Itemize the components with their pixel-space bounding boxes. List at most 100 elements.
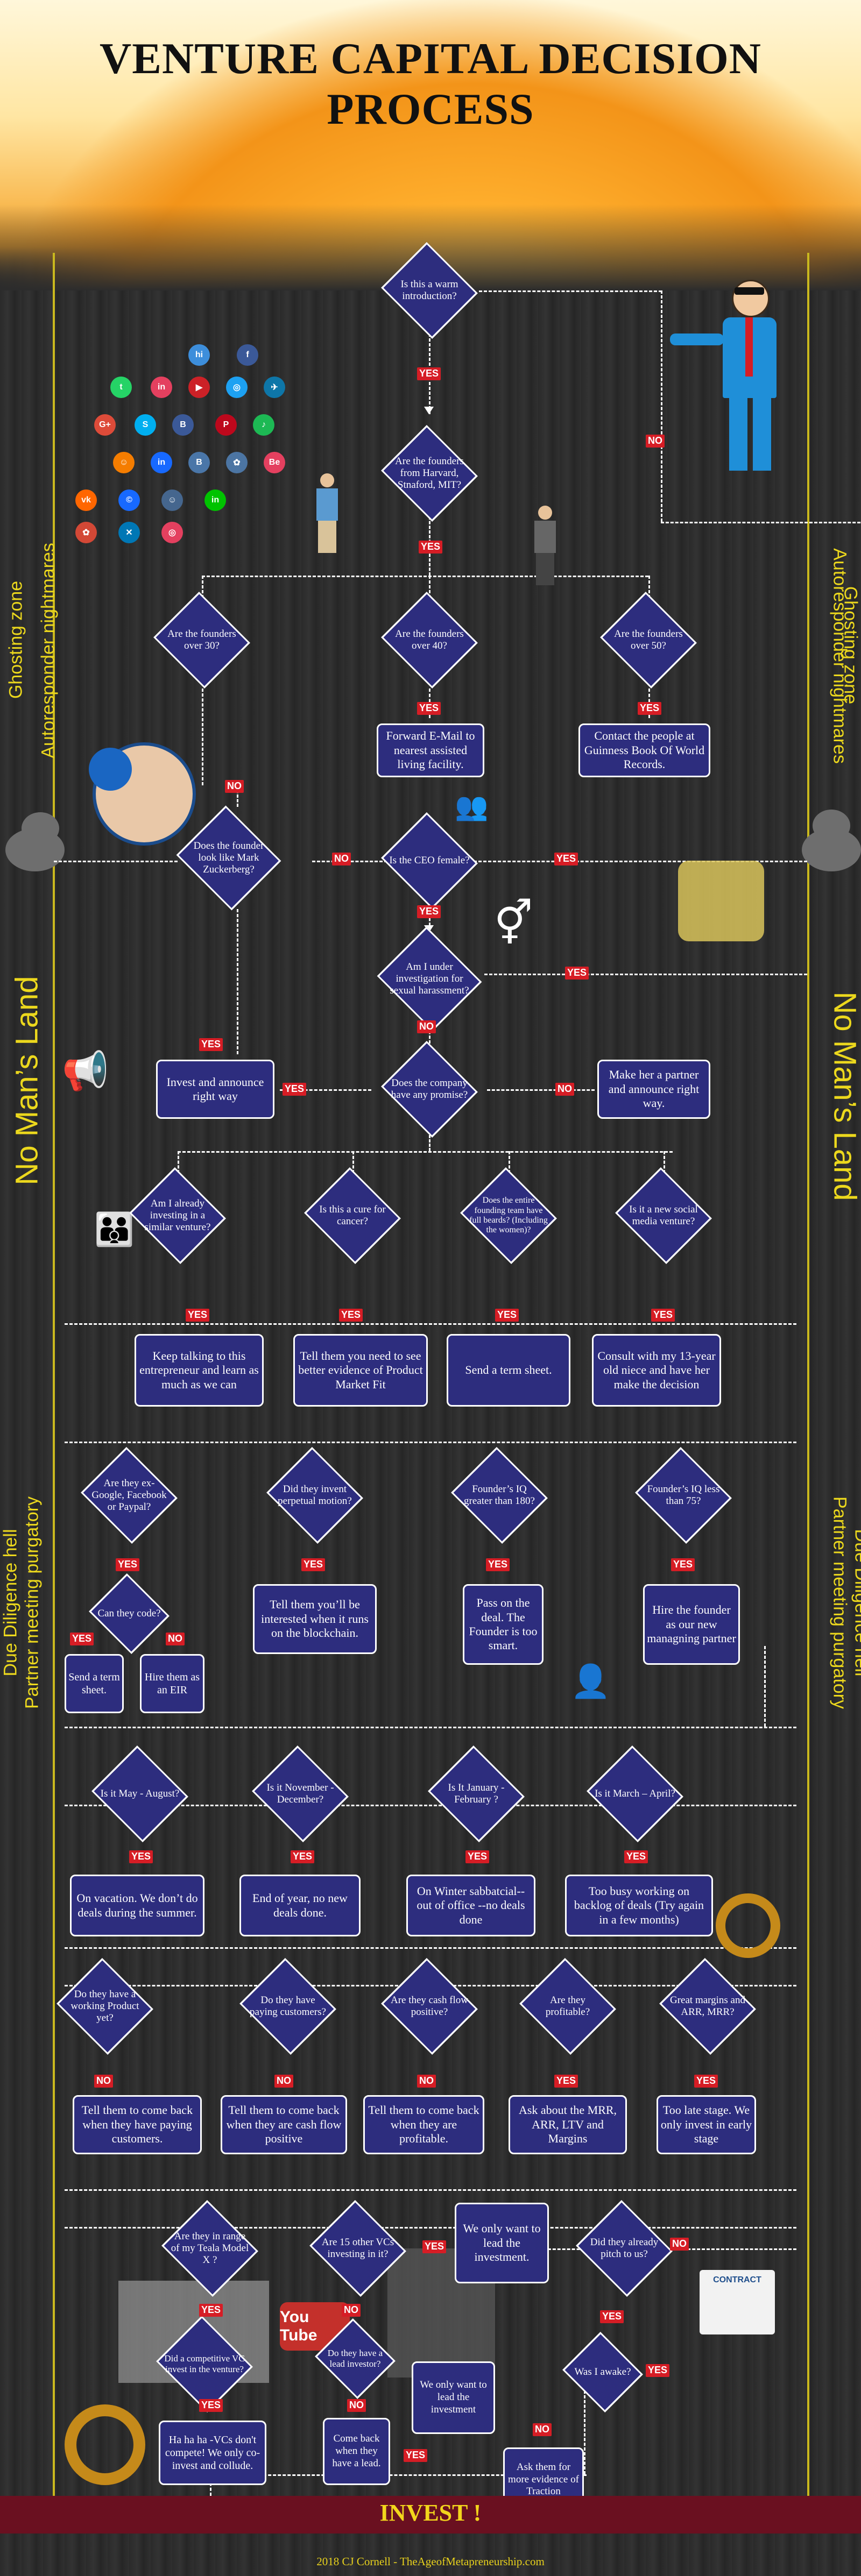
connector <box>65 1727 796 1728</box>
action-lead2: We only want to lead the investment <box>412 2361 495 2434</box>
connector <box>764 1646 766 1727</box>
credit-line: 2018 CJ Cornell - TheAgeofMetapreneurshi… <box>316 2555 545 2568</box>
decision-text: Are the founders from Harvard, Stnaford,… <box>395 456 464 491</box>
yes-label: YES <box>495 1309 519 1322</box>
decision-text: Is it March – April? <box>595 1788 675 1800</box>
due-diligence-right: Due Diligence hell <box>851 1529 861 1677</box>
connector <box>352 1151 354 1178</box>
decision-promise: Does the company have any promise? <box>381 1041 478 1138</box>
social-media-icon: ◎ <box>161 522 183 543</box>
right-rail <box>807 253 809 2496</box>
yes-label: YES <box>624 1850 648 1863</box>
cloud-right-puff <box>813 810 850 842</box>
action-guinness: Contact the people at Guinness Book Of W… <box>578 723 710 777</box>
decision-text: Does the founder look like Mark Zuckerbe… <box>193 840 264 875</box>
gender-symbols-icon: ⚥ <box>494 898 533 948</box>
action-niece: Consult with my 13-year old niece and ha… <box>592 1334 721 1407</box>
connector <box>484 974 807 975</box>
social-media-icon: ✿ <box>226 452 248 473</box>
no-label: NO <box>555 1083 574 1096</box>
social-media-icon: B <box>188 452 210 473</box>
connector <box>178 1151 179 1178</box>
decision-text: Founder’s IQ less than 75? <box>647 1484 720 1507</box>
connector <box>202 576 203 608</box>
connector <box>202 576 648 577</box>
decision-text: Is it a new social media venture? <box>629 1204 698 1227</box>
connector <box>237 785 238 807</box>
social-media-icon: f <box>237 344 258 366</box>
decision-harvard: Are the founders from Harvard, Stnaford,… <box>381 420 478 527</box>
no-mans-land-left: No Man’s Land <box>9 976 45 1186</box>
decision-mark-z: Does the founder look like Mark Zuckerbe… <box>175 804 283 912</box>
social-media-icon: in <box>151 452 172 473</box>
action-hire-eir: Hire them as an EIR <box>140 1654 204 1713</box>
decision-working-product: Do they have a working Product yet? <box>57 1958 153 2055</box>
decision-social: Is it a new social media venture? <box>615 1167 712 1264</box>
decision-iq180: Founder’s IQ greater than 180? <box>451 1447 548 1544</box>
decision-text: Is it May - August? <box>100 1788 180 1800</box>
social-media-icon: ☺ <box>161 489 183 511</box>
yes-label: YES <box>422 2240 447 2253</box>
action-keep-talking: Keep talking to this entrepreneur and le… <box>135 1334 264 1407</box>
action-winter: On Winter sabbatcial--out of office --no… <box>406 1875 535 1936</box>
contract-illustration: CONTRACT <box>700 2270 775 2334</box>
social-media-icon: t <box>110 377 132 398</box>
decision-text: Is this a warm introduction? <box>400 279 458 302</box>
decision-text: Did a competitive VC invest in the ventu… <box>164 2353 245 2374</box>
money-illustration <box>678 861 764 941</box>
decision-can-code: Can they code? <box>86 1571 172 1657</box>
yes-label: YES <box>565 967 589 980</box>
no-label: NO <box>94 2075 113 2088</box>
decision-lead-investor: Do they have a lead investor? <box>315 2318 396 2399</box>
no-label: NO <box>347 2399 366 2412</box>
connector <box>487 1089 595 1091</box>
connector <box>664 1151 665 1178</box>
yes-label: YES <box>199 1038 223 1051</box>
investor-icon: 👤 <box>570 1663 611 1700</box>
decision-text: Is it November - December? <box>266 1782 334 1805</box>
decision-text: Is the CEO female? <box>389 855 470 867</box>
yes-label: YES <box>199 2304 223 2317</box>
connector <box>202 689 203 785</box>
connector <box>65 1805 796 1806</box>
yes-label: YES <box>419 541 443 553</box>
decision-text: Do they have paying customers? <box>250 1995 326 2018</box>
connector <box>237 909 238 1054</box>
left-rail <box>53 253 55 2496</box>
ghosting-zone-left: Ghosting zone <box>5 580 26 699</box>
action-pass: Pass on the deal. The Founder is too sma… <box>463 1584 544 1665</box>
connector <box>429 1135 430 1151</box>
connector <box>65 1442 796 1443</box>
yes-label: YES <box>417 905 441 918</box>
connector <box>429 576 430 608</box>
decision-text: Am I under investigation for sexual hara… <box>390 961 469 996</box>
connector <box>661 522 861 523</box>
social-media-icon: ✕ <box>118 522 140 543</box>
decision-text: Are the founders over 50? <box>614 628 683 651</box>
action-come-cashflow: Tell them to come back when they are cas… <box>221 2095 347 2154</box>
social-media-icon: S <box>135 414 156 436</box>
social-media-icon: in <box>204 489 226 511</box>
decision-text: Can they code? <box>97 1608 161 1620</box>
connector <box>65 2189 796 2191</box>
autoresponder-left: Autoresponder nightmares <box>38 543 59 758</box>
social-media-icon: G+ <box>94 414 116 436</box>
yes-label: YES <box>694 2075 718 2088</box>
action-come-lead: Come back when they have a lead. <box>323 2418 390 2485</box>
social-media-icon: P <box>215 414 237 436</box>
action-send-term: Send a term sheet. <box>65 1654 124 1713</box>
founder-figure-right <box>532 506 559 586</box>
no-label: NO <box>417 2075 436 2088</box>
businessman-illustration <box>670 280 788 473</box>
decision-margins: Great margins and ARR, MRR? <box>659 1958 756 2055</box>
yes-label: YES <box>465 1850 490 1863</box>
invest-band <box>0 2496 861 2534</box>
decision-ceo-female: Is the CEO female? <box>381 812 478 909</box>
decision-awake: Was I awake? <box>560 2329 646 2415</box>
decision-profitable: Are they profitable? <box>519 1958 616 2055</box>
decision-text: Are the founders over 30? <box>167 628 236 651</box>
decision-pitch-us: Did they already pitch to us? <box>576 2200 673 2297</box>
decision-text: Great margins and ARR, MRR? <box>670 1995 745 2018</box>
partner-meeting-right: Partner meeting purgatory <box>829 1496 850 1709</box>
decision-warm-intro: Is this a warm introduction? <box>381 242 478 339</box>
